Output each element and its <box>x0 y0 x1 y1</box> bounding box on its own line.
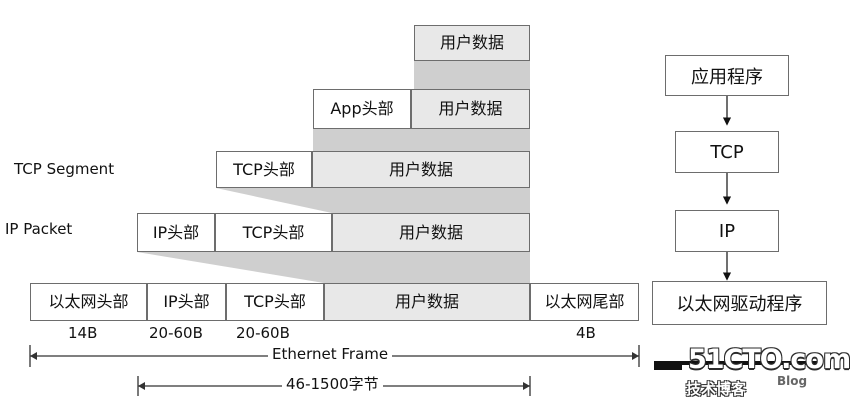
funnel-app-to-tcp <box>414 61 530 89</box>
funnel-ip-to-eth <box>137 252 530 283</box>
ip-stack-box: IP <box>675 210 779 252</box>
tcp-header-size: 20-60B <box>236 324 290 342</box>
ip-packet-label: IP Packet <box>5 220 73 238</box>
payload-range-label: 46-1500字节 <box>282 377 383 392</box>
ip-tcp-header-box: TCP头部 <box>215 213 332 252</box>
watermark-logo-main: 51CTO.com <box>688 344 850 375</box>
logo-accent-bar <box>681 361 817 365</box>
tcp-segment-label: TCP Segment <box>14 160 115 178</box>
watermark-logo-sub: 技术博客 <box>686 380 747 398</box>
ethernet-header-box: 以太网头部 <box>30 283 147 321</box>
ethernet-frame-right-arrow <box>632 352 639 360</box>
tcp-user-data-box: 用户数据 <box>312 151 530 188</box>
funnel-tcp-to-ip <box>313 129 530 151</box>
tcp-stack-box: TCP <box>675 131 779 173</box>
funnel-ip-segment <box>216 188 530 213</box>
app-header-box: App头部 <box>313 89 411 129</box>
payload-range-left-arrow <box>138 382 145 390</box>
payload-range-right-arrow <box>523 382 530 390</box>
diagram-graphics <box>29 61 817 396</box>
ip-header-box: IP头部 <box>137 213 215 252</box>
ethernet-trailer-size: 4B <box>576 324 596 342</box>
ethernet-driver-stack-box: 以太网驱动程序 <box>652 281 827 325</box>
tcp-ip-encapsulation-diagram: 用户数据 App头部 用户数据 TCP Segment TCP头部 用户数据 I… <box>5 25 850 398</box>
tcp-header-box: TCP头部 <box>216 151 312 188</box>
ethernet-frame-label: Ethernet Frame <box>268 347 393 362</box>
application-stack-box: 应用程序 <box>665 55 789 96</box>
ethernet-tcp-header-box: TCP头部 <box>226 283 324 321</box>
ethernet-header-size: 14B <box>68 324 98 342</box>
app-user-data-top: 用户数据 <box>414 25 530 61</box>
logo-black-bar <box>654 361 682 370</box>
ethernet-trailer-box: 以太网尾部 <box>530 283 639 321</box>
ethernet-user-data-box: 用户数据 <box>324 283 530 321</box>
app-user-data-box: 用户数据 <box>411 89 530 129</box>
ip-user-data-box: 用户数据 <box>332 213 530 252</box>
ethernet-frame-left-arrow <box>30 352 37 360</box>
ip-header-size: 20-60B <box>149 324 203 342</box>
watermark-logo-blog: Blog <box>777 374 808 388</box>
ethernet-ip-header-box: IP头部 <box>147 283 226 321</box>
